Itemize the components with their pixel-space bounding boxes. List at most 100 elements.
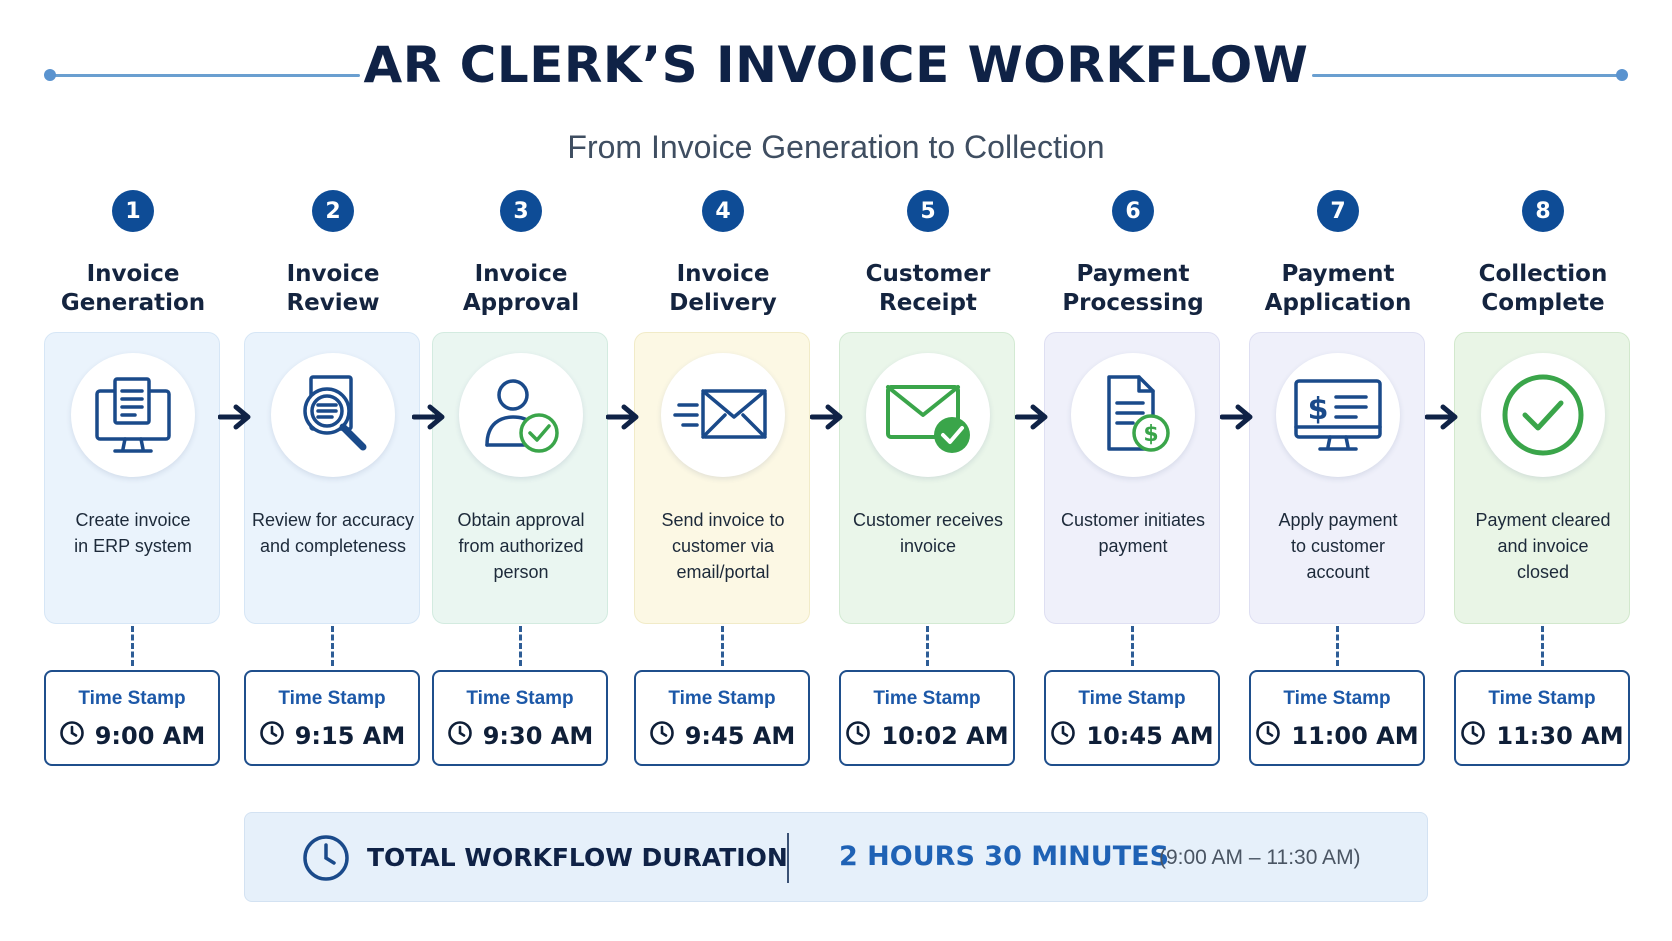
clock-icon (1255, 720, 1281, 751)
user-check-icon (459, 353, 583, 477)
timestamp-label: Time Stamp (1488, 688, 1596, 709)
check-circle-icon (1481, 353, 1605, 477)
timestamp-time: 9:45 AM (684, 721, 796, 750)
timestamp-label: Time Stamp (78, 688, 186, 709)
clock-icon (1460, 720, 1486, 751)
step-number: 4 (702, 190, 744, 232)
dashed-connector (1336, 626, 1339, 666)
arrow-right-icon (1015, 404, 1048, 430)
timestamp-time: 10:02 AM (881, 721, 1009, 750)
dashed-connector (721, 626, 724, 666)
page-title: AR CLERK’S INVOICE WORKFLOW (363, 36, 1309, 94)
timestamp-time: 9:30 AM (482, 721, 594, 750)
total-duration-range: (9:00 AM – 11:30 AM) (1159, 846, 1361, 869)
timestamp-box: Time Stamp 9:30 AM (432, 670, 608, 766)
timestamp-label: Time Stamp (1283, 688, 1391, 709)
computer-document-icon (71, 353, 195, 477)
timestamp-box: Time Stamp 9:15 AM (244, 670, 420, 766)
step-number: 6 (1112, 190, 1154, 232)
header-left-dot (44, 69, 56, 81)
timestamp-box: Time Stamp 10:02 AM (839, 670, 1015, 766)
footer-divider (787, 833, 789, 883)
timestamp-time: 10:45 AM (1086, 721, 1214, 750)
step-number: 8 (1522, 190, 1564, 232)
step-number: 1 (112, 190, 154, 232)
envelope-send-icon (661, 353, 785, 477)
timestamp-label: Time Stamp (466, 688, 574, 709)
header-left-line (50, 74, 360, 77)
page-subtitle: From Invoice Generation to Collection (567, 129, 1105, 165)
dashed-connector (1541, 626, 1544, 666)
arrow-right-icon (810, 404, 843, 430)
total-duration-banner: TOTAL WORKFLOW DURATION 2 HOURS 30 MINUT… (244, 812, 1428, 902)
clock-icon (649, 720, 675, 751)
arrow-right-icon (1425, 404, 1458, 430)
timestamp-time: 9:00 AM (94, 721, 206, 750)
timestamp-time: 11:00 AM (1291, 721, 1419, 750)
header-right-line (1312, 74, 1622, 77)
dashed-connector (331, 626, 334, 666)
clock-icon (259, 720, 285, 751)
dashed-connector (926, 626, 929, 666)
arrow-right-icon (218, 404, 251, 430)
clock-icon (1050, 720, 1076, 751)
monitor-dollar-icon: $ (1276, 353, 1400, 477)
timestamp-label: Time Stamp (873, 688, 981, 709)
step-number: 7 (1317, 190, 1359, 232)
timestamp-label: Time Stamp (1078, 688, 1186, 709)
clock-icon (59, 720, 85, 751)
step-number: 2 (312, 190, 354, 232)
timestamp-box: Time Stamp 11:30 AM (1454, 670, 1630, 766)
timestamp-time: 9:15 AM (294, 721, 406, 750)
step-number: 5 (907, 190, 949, 232)
document-dollar-icon: $ (1071, 353, 1195, 477)
clock-icon (447, 720, 473, 751)
timestamp-label: Time Stamp (278, 688, 386, 709)
header-right-dot (1616, 69, 1628, 81)
envelope-check-icon (866, 353, 990, 477)
arrow-right-icon (606, 404, 639, 430)
dashed-connector (519, 626, 522, 666)
timestamp-time: 11:30 AM (1496, 721, 1624, 750)
timestamp-box: Time Stamp 9:00 AM (44, 670, 220, 766)
svg-text:$: $ (1143, 422, 1158, 447)
clock-icon (845, 720, 871, 751)
dashed-connector (131, 626, 134, 666)
svg-text:$: $ (1308, 392, 1329, 427)
total-duration-value: 2 HOURS 30 MINUTES (839, 841, 1170, 872)
magnifier-document-icon (271, 353, 395, 477)
timestamp-box: Time Stamp 9:45 AM (634, 670, 810, 766)
timestamp-box: Time Stamp 11:00 AM (1249, 670, 1425, 766)
total-duration-label: TOTAL WORKFLOW DURATION (367, 843, 788, 872)
arrow-right-icon (1220, 404, 1253, 430)
arrow-right-icon (412, 404, 445, 430)
timestamp-box: Time Stamp 10:45 AM (1044, 670, 1220, 766)
timestamp-label: Time Stamp (668, 688, 776, 709)
clock-icon (301, 833, 351, 888)
dashed-connector (1131, 626, 1134, 666)
